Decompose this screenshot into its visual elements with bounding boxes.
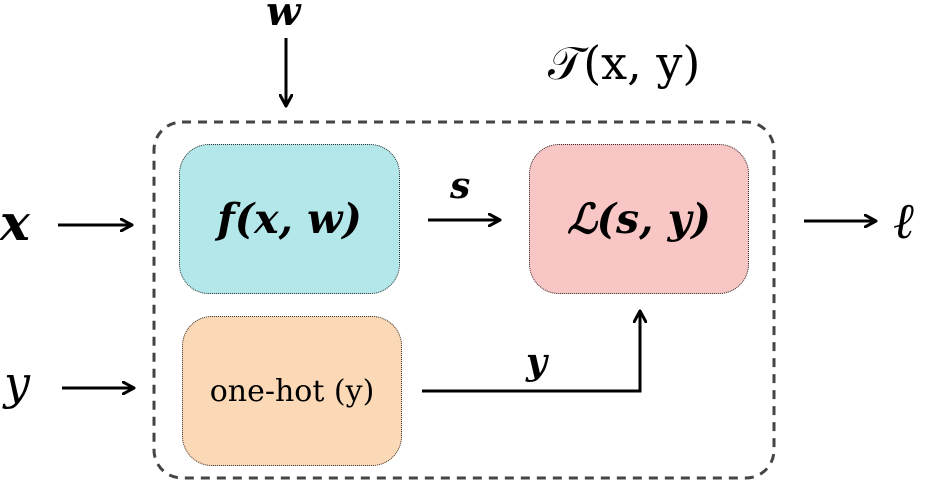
container-label: 𝒯(x, y) [548,36,701,90]
onehot-box: one-hot (y) [182,316,402,466]
input-x-label: x [0,193,30,252]
container-boundary [152,120,776,480]
model-box: f(x, w) [179,144,400,294]
onehot-box-label: one-hot (y) [209,373,375,409]
input-y-label: y [4,356,30,410]
loss-box-label: ℒ(s, y) [567,195,711,243]
model-box-label: f(x, w) [217,195,362,243]
edge-s-label: s [450,165,471,207]
onehot-to-loss-arrow [422,311,640,393]
output-loss-label: ℓ [893,192,914,250]
input-w-label: w [266,0,301,35]
edge-y-label: y [526,341,547,383]
loss-box: ℒ(s, y) [529,144,749,294]
